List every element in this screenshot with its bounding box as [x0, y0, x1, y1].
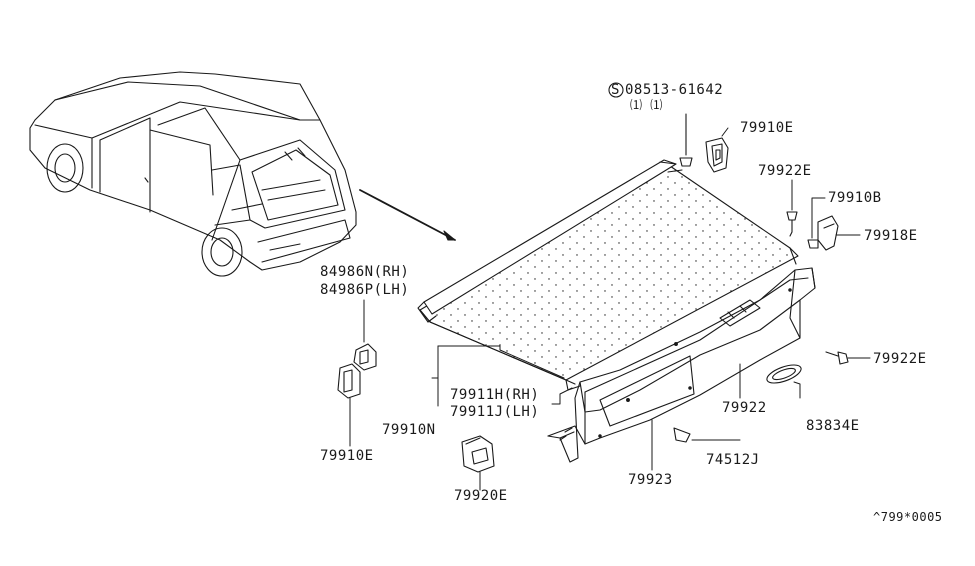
diagram-reference-code: ^799*0005 [873, 510, 943, 524]
label-79910B: 79910B [828, 190, 882, 206]
clip-79910E-bottom [337, 363, 361, 399]
bracket-79918E [807, 215, 839, 251]
clip-74512J [673, 427, 691, 443]
leader-lines [349, 127, 871, 491]
label-79922E-top: 79922E [758, 163, 812, 179]
label-84986N: 84986N(RH) [320, 264, 410, 280]
grommet-83834E [766, 364, 802, 384]
label-84986P: 84986P(LH) [320, 282, 410, 298]
trim-side-panel [547, 267, 816, 463]
screw-prefix-icon: S [611, 82, 620, 98]
label-screw-qty: ⑴ ⑴ [630, 98, 663, 112]
label-79911J: 79911J(LH) [450, 404, 540, 420]
label-79923: 79923 [628, 472, 673, 488]
clip-84986 [353, 343, 377, 371]
label-79910E-bottom: 79910E [320, 448, 374, 464]
label-79922: 79922 [722, 400, 767, 416]
label-79918E: 79918E [864, 228, 918, 244]
clip-79910E-top [705, 137, 729, 173]
cargo-cover-panel [417, 159, 799, 391]
label-screw-part: 08513-61642 [625, 82, 724, 98]
vehicle-illustration [29, 71, 357, 277]
label-74512J: 74512J [706, 452, 760, 468]
label-79910N: 79910N [382, 422, 436, 438]
label-79910E-top: 79910E [740, 120, 794, 136]
hook-79920E [461, 435, 495, 473]
label-79911H: 79911H(RH) [450, 387, 540, 403]
screw-79922E-right [825, 351, 849, 365]
direction-arrow [359, 189, 456, 241]
label-79920E: 79920E [454, 488, 508, 504]
label-79922E-right: 79922E [873, 351, 927, 367]
screw-part [608, 82, 693, 167]
pin-79922E-top [786, 211, 798, 237]
label-83834E: 83834E [806, 418, 860, 434]
